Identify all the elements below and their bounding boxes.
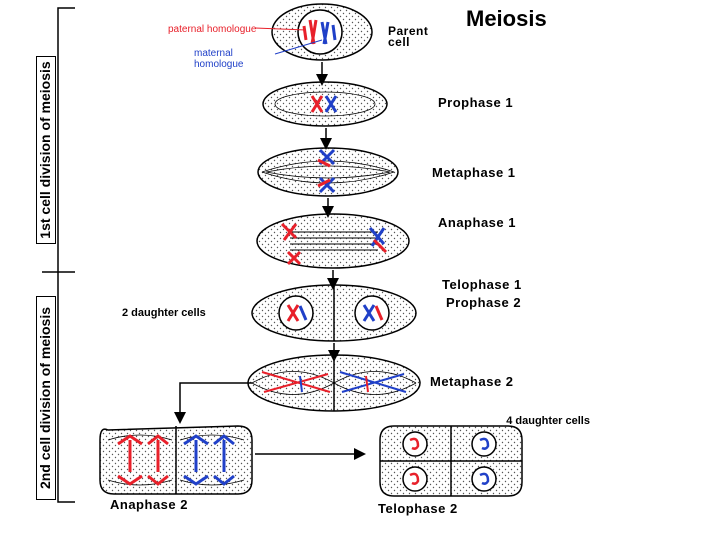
prophase2-label: Prophase 2 (446, 295, 522, 310)
four-daughter-cells-label: 4 daughter cells (506, 415, 590, 427)
telophase1-label: Telophase 1 (442, 277, 522, 292)
left-bracket (42, 7, 75, 503)
anaphase2-label: Anaphase 2 (110, 497, 188, 512)
anaphase1-cell (256, 213, 410, 269)
first-division-label: 1st cell division of meiosis (36, 56, 56, 244)
paternal-homologue-label: paternal homologue (168, 24, 257, 35)
anaphase2-cell (99, 425, 253, 495)
metaphase2-cell (247, 354, 421, 412)
maternal-homologue-label: maternal homologue (194, 48, 244, 70)
page-title: Meiosis (466, 6, 547, 31)
two-daughter-cells-label: 2 daughter cells (122, 307, 206, 319)
prophase1-label: Prophase 1 (438, 95, 514, 110)
parent-cell (271, 3, 373, 61)
metaphase1-label: Metaphase 1 (432, 165, 516, 180)
second-division-label: 2nd cell division of meiosis (36, 296, 56, 500)
paternal-pointer (254, 27, 307, 31)
prophase1-cell (262, 81, 388, 127)
metaphase1-cell (257, 147, 399, 197)
metaphase2-label: Metaphase 2 (430, 374, 514, 389)
maternal-pointer (274, 39, 323, 55)
arrow-to-anaphase2 (174, 382, 252, 424)
telophase1-cell (251, 284, 417, 342)
telophase2-cell (379, 425, 523, 497)
parent-cell-label: Parent cell (388, 24, 429, 49)
telophase2-label: Telophase 2 (378, 501, 458, 516)
anaphase1-label: Anaphase 1 (438, 215, 516, 230)
